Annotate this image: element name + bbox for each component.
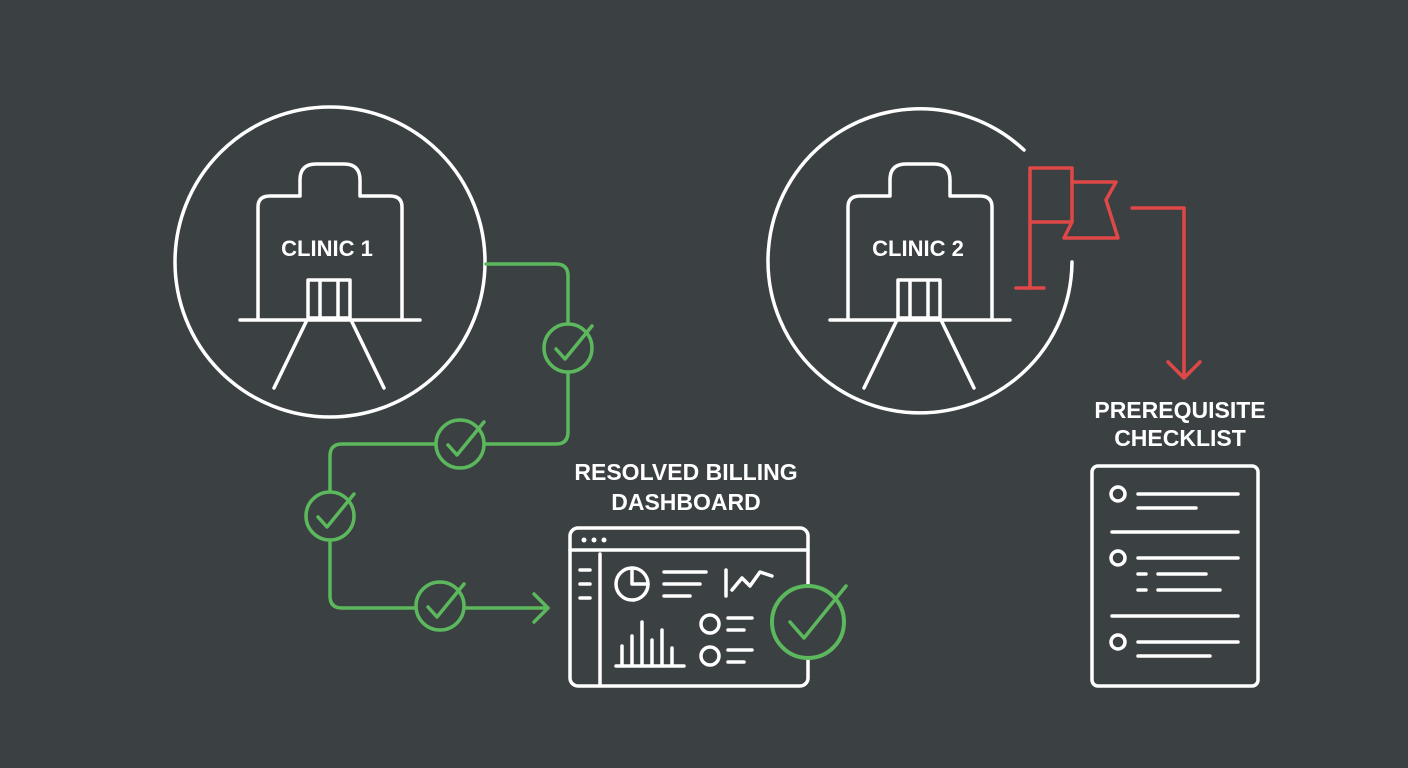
clinic-1-node: CLINIC 1 (173, 105, 487, 419)
flag-icon (1014, 166, 1120, 290)
dashboard-check-circle-icon (770, 584, 848, 660)
check-circle-icon (414, 580, 466, 632)
resolved-path (304, 262, 594, 632)
dashboard-node: RESOLVED BILLING DASHBOARD (568, 459, 848, 688)
check-circle-icon (542, 322, 594, 374)
checklist-document-icon (1090, 464, 1260, 688)
checklist-node: PREREQUISITE CHECKLIST (1090, 397, 1266, 688)
resolved-path-arrowhead (532, 592, 550, 624)
clinic-2-node: CLINIC 2 (766, 107, 1074, 415)
check-circle-icon (434, 418, 486, 470)
check-circle-icon (304, 490, 356, 542)
checklist-label-line-1: PREREQUISITE (1094, 397, 1265, 423)
clinic-2-circle (766, 107, 1074, 415)
clinic-2-building-icon (828, 162, 1012, 390)
clinic-1-circle (173, 105, 487, 419)
clinic-1-building-icon (238, 162, 422, 390)
alert-path-arrowhead (1166, 360, 1202, 380)
clinic-2-label: CLINIC 2 (872, 236, 964, 261)
dashboard-label-line-1: RESOLVED BILLING (574, 459, 797, 485)
dashboard-window-icon (568, 526, 810, 688)
checklist-label-line-2: CHECKLIST (1114, 425, 1246, 451)
dashboard-label-line-2: DASHBOARD (611, 489, 761, 515)
alert-path (1130, 206, 1202, 380)
clinic-1-label: CLINIC 1 (281, 236, 373, 261)
